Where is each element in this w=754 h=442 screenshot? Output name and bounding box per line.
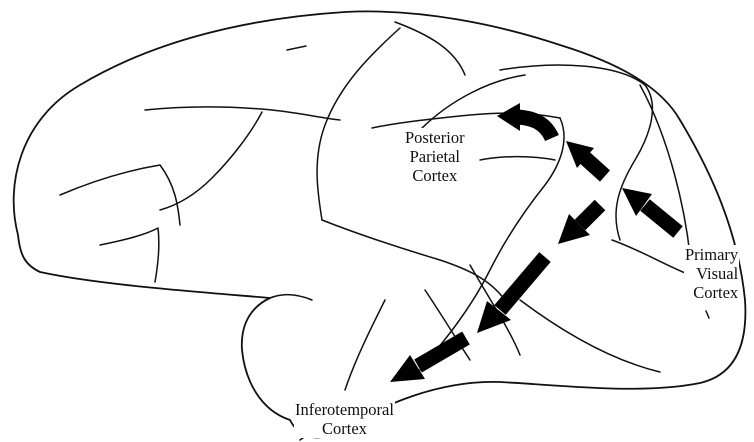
principal-sulcus — [145, 107, 340, 120]
inferotemporal-cortex-label: Inferotemporal Cortex — [294, 400, 395, 438]
dorsal-arrow-curved — [497, 103, 552, 138]
posterior-parietal-cortex-label: Posterior Parietal Cortex — [404, 128, 466, 185]
v1-tick — [706, 311, 709, 318]
label-line: Visual — [685, 264, 738, 283]
visual-cortex-sulcus — [612, 240, 690, 275]
small-dash-top — [287, 46, 306, 50]
primary-visual-cortex-label: Primary Visual Cortex — [684, 245, 739, 302]
ventral-arrow-3 — [390, 338, 466, 382]
intraparietal-upper-arc — [395, 22, 465, 75]
label-line: Cortex — [685, 283, 738, 302]
occipitotemporal-sulcus — [520, 300, 660, 372]
dorsal-arrow-1 — [622, 188, 678, 232]
label-line: Posterior — [405, 128, 465, 147]
brain-outline — [14, 11, 746, 437]
label-line: Cortex — [405, 166, 465, 185]
dorsal-arrow-2 — [566, 141, 605, 176]
label-line: Cortex — [295, 419, 394, 438]
ventral-arrow-1 — [558, 205, 600, 244]
label-line: Inferotemporal — [295, 400, 394, 419]
temporal-lower-sulcus — [345, 300, 385, 390]
orbital-sulcus — [100, 228, 159, 282]
sylvian-fissure — [322, 220, 505, 300]
frontal-lower-sulcus — [60, 165, 180, 225]
central-sulcus — [317, 28, 400, 220]
temporal-pole-contour — [270, 295, 312, 300]
parietal-short-sulcus — [480, 157, 555, 160]
label-line: Parietal — [405, 147, 465, 166]
label-line: Primary — [685, 245, 738, 264]
